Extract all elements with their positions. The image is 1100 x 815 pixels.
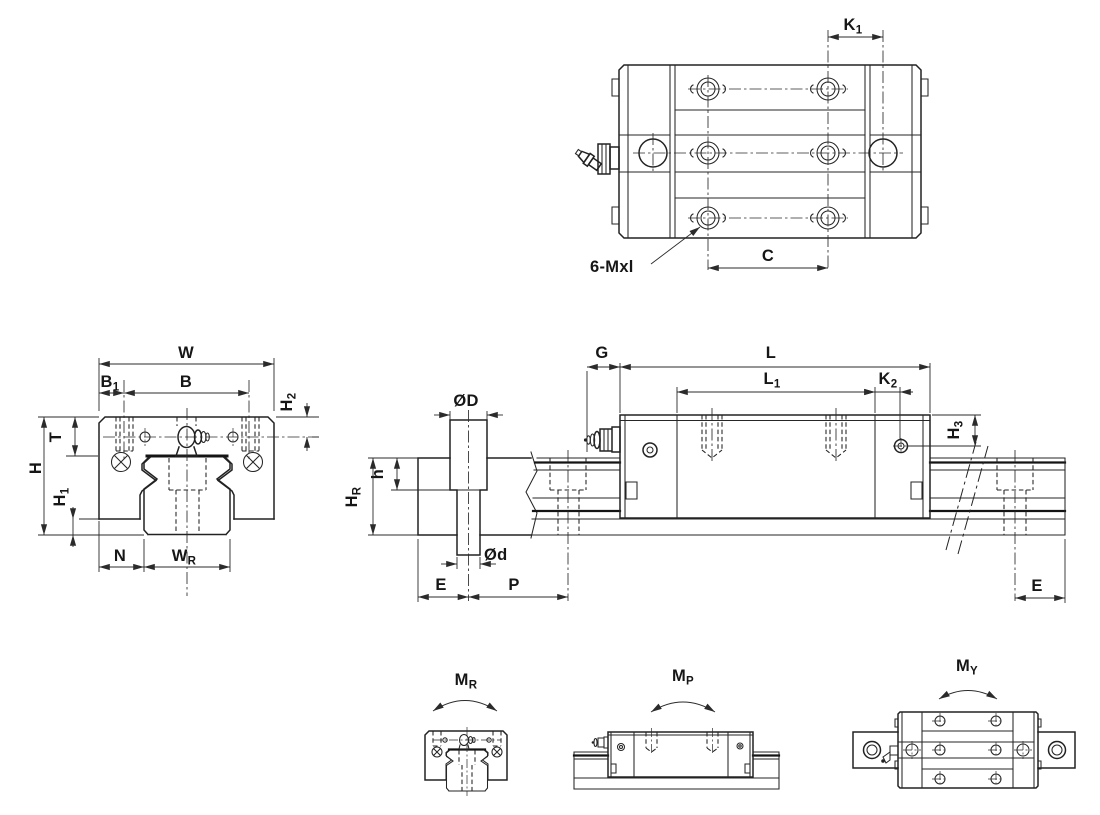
dim-label-w: W <box>178 344 194 362</box>
rail-break-zigzag <box>525 451 538 539</box>
dim-label-b: B <box>180 373 192 391</box>
dim-w: W <box>98 344 275 411</box>
dim-hr: HR <box>343 457 418 536</box>
grease-fitting-top <box>574 143 620 175</box>
moment-arrow-mr <box>432 700 498 712</box>
top-view: K1 C 6-Mxl <box>574 16 929 276</box>
endcap-screws-front <box>110 451 264 473</box>
dim-g-l: G L <box>586 344 931 452</box>
rail-detail-band <box>417 457 532 536</box>
dim-label-wr: WR <box>172 547 197 568</box>
dim-l1-k2: L1 K2 <box>676 370 913 439</box>
dim-label-h: H <box>27 462 45 474</box>
callout-6mxl: 6-Mxl <box>590 226 701 276</box>
moment-view-mp: MP <box>572 667 781 790</box>
dim-label-hr: HR <box>343 486 364 507</box>
block-outline-top <box>618 64 922 239</box>
dim-label-h-depth: h <box>369 469 387 479</box>
dim-label-n: N <box>114 547 126 565</box>
break-lines <box>945 441 989 555</box>
dim-label-e-right: E <box>1031 577 1042 595</box>
dim-label-k2: K2 <box>879 370 898 391</box>
dim-n-wr: N WR <box>98 521 231 572</box>
dim-h: H <box>27 416 144 536</box>
rail-side <box>531 457 1067 536</box>
counterbore-detail <box>449 410 488 601</box>
grease-nipple-front <box>174 417 210 457</box>
moment-label-my: MY <box>956 657 978 678</box>
callout-label-6mxl: 6-Mxl <box>590 258 634 276</box>
block-side-tabs <box>611 78 929 225</box>
rail-hole-hidden-left <box>549 458 587 535</box>
dim-e-right: E <box>1014 539 1066 603</box>
dim-label-h2: H2 <box>278 393 299 412</box>
dim-e-left-p: E P <box>417 539 569 602</box>
dim-h1: H1 <box>51 487 99 547</box>
dim-h2: H2 <box>276 393 319 451</box>
mini-grease-fitting <box>881 745 899 764</box>
moment-arrow-mp <box>650 701 716 713</box>
dim-h3: H3 <box>908 414 981 447</box>
dim-c: C <box>707 247 829 272</box>
front-view: W B1 B H2 T H H1 <box>27 344 319 596</box>
rail-bolt-hole-hidden <box>168 458 207 533</box>
block-outline-front <box>98 416 275 520</box>
grease-nipple-side <box>583 426 621 453</box>
dim-label-od-minor: Ød <box>484 546 508 564</box>
dim-label-b1: B1 <box>101 373 120 394</box>
mini-mounting-holes <box>903 713 1032 787</box>
moment-view-mr: MR <box>424 671 508 796</box>
dim-t: T <box>47 416 98 457</box>
moment-arrow-my <box>938 690 998 700</box>
moment-label-mr: MR <box>455 671 478 692</box>
dim-label-l: L <box>766 344 776 362</box>
dim-od-minor: Ød <box>441 546 508 569</box>
dim-od-major: ØD <box>434 392 503 420</box>
dim-label-h1: H1 <box>51 487 72 506</box>
dim-label-l1: L1 <box>763 370 780 391</box>
dim-k1: K1 <box>827 16 884 41</box>
dim-b1-b: B1 B <box>98 373 250 397</box>
mounting-holes <box>690 77 846 230</box>
moment-view-my: MY <box>852 657 1076 789</box>
moment-label-mp: MP <box>672 667 694 688</box>
dim-label-od-major: ØD <box>453 392 478 410</box>
block-side <box>619 408 931 519</box>
dim-label-c: C <box>762 247 774 265</box>
dim-label-g: G <box>595 344 608 362</box>
dim-label-p: P <box>508 576 519 594</box>
dim-label-h3: H3 <box>945 421 966 440</box>
side-view: ØD h HR Ød E P G <box>343 344 1067 603</box>
dim-label-e-left: E <box>435 576 446 594</box>
dim-label-t: T <box>47 432 65 442</box>
dim-h-depth: h <box>368 457 450 491</box>
dim-label-k1: K1 <box>844 16 863 37</box>
rail-hole-hidden-right <box>996 458 1034 535</box>
